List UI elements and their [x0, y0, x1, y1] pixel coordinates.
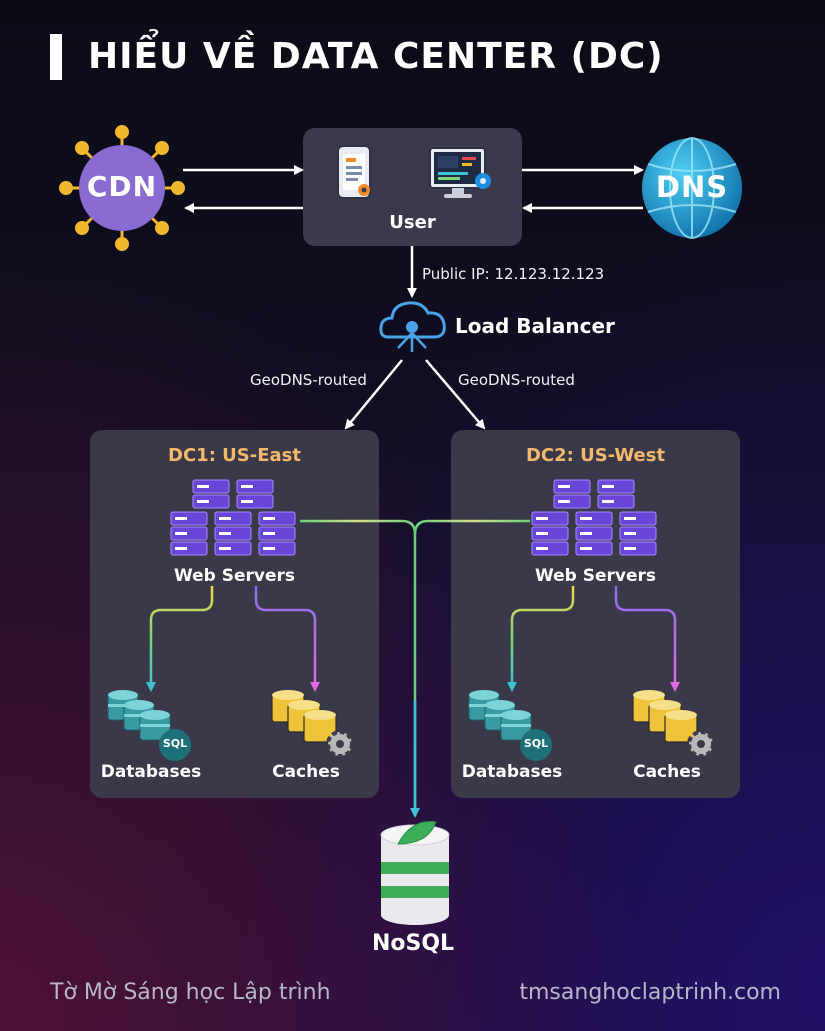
dc2-title: DC2: US-West: [525, 445, 666, 466]
server-rack-icon: [531, 479, 657, 556]
database-icon: [107, 690, 191, 761]
dc2-caches-label: Caches: [633, 762, 701, 782]
public-ip-label: Public IP: 12.123.12.123: [422, 265, 605, 283]
cache-gear-icon: [632, 690, 715, 758]
cdn-label: CDN: [86, 170, 158, 203]
lb-to-dc1-arrow: [344, 359, 403, 430]
globe-icon: [642, 137, 742, 239]
mobile-app-icon: [337, 145, 371, 199]
cloud-network-icon: [379, 301, 446, 352]
dc2-databases-label: Databases: [461, 762, 563, 782]
sql-badge: SQL: [162, 737, 188, 750]
lb-to-dc2-arrow: [425, 359, 486, 430]
nosql-database-icon: [380, 820, 450, 925]
dc1-connectors: [146, 586, 320, 692]
monitor-code-icon: [429, 147, 491, 198]
mongodb-leaf-icon: [397, 820, 437, 845]
load-balancer-label: Load Balancer: [455, 314, 615, 338]
nosql-connection-lines: [300, 519, 530, 818]
server-rack-icon: [170, 479, 296, 556]
dc1-title: DC1: US-East: [168, 445, 301, 466]
database-icon: [468, 690, 552, 761]
page-title: HIỂU VỀ DATA CENTER (DC): [88, 36, 664, 77]
dc2-web-servers-label: Web Servers: [534, 566, 657, 586]
route-right-label: GeoDNS-routed: [458, 371, 575, 389]
nosql-label: NoSQL: [371, 931, 455, 956]
dc1-databases-label: Databases: [100, 762, 202, 782]
title-accent-bar: [50, 34, 62, 80]
dc2-connectors: [507, 586, 680, 692]
cache-gear-icon: [271, 690, 354, 758]
dc1-caches-label: Caches: [272, 762, 340, 782]
user-label: User: [389, 212, 436, 233]
dns-label: DNS: [655, 170, 729, 204]
cdn-icon: [59, 125, 185, 251]
dc1-web-servers-label: Web Servers: [173, 566, 296, 586]
sql-badge: SQL: [523, 737, 549, 750]
footer-brand: Tờ Mờ Sáng học Lập trình: [50, 980, 331, 1005]
footer-website: tmsanghoclaptrinh.com: [519, 980, 781, 1005]
route-left-label: GeoDNS-routed: [250, 371, 367, 389]
